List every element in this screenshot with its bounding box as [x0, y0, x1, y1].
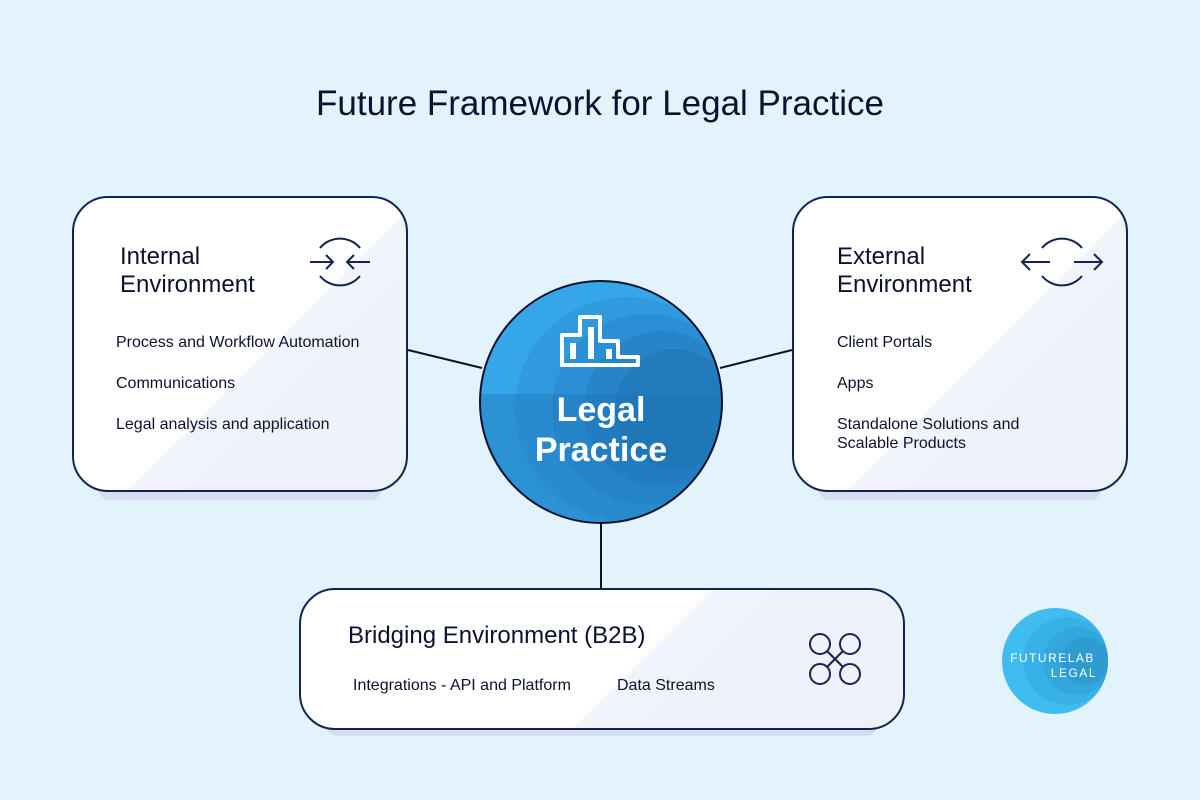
bridging-card-title: Bridging Environment (B2B)	[348, 622, 646, 649]
arrows-inward-icon	[308, 230, 372, 294]
bridging-item: Integrations - API and Platform	[353, 677, 571, 694]
external-item: Standalone Solutions and	[837, 416, 1020, 433]
logo-text: FUTURELAB LEGAL	[1010, 651, 1097, 680]
internal-item: Communications	[116, 375, 236, 392]
internal-environment-card: Internal Environment Process and Workflo…	[72, 196, 408, 492]
bridging-environment-card: Bridging Environment (B2B) Integrations …	[299, 588, 905, 730]
legal-practice-hub	[477, 279, 725, 525]
network-nodes-icon	[806, 630, 866, 690]
internal-card-title: Internal Environment	[120, 243, 255, 298]
external-card-title: External Environment	[837, 243, 972, 298]
page-title: Future Framework for Legal Practice	[316, 84, 884, 123]
futurelab-logo	[1001, 607, 1109, 715]
bridging-item: Data Streams	[617, 677, 715, 694]
hub-label: Legal Practice	[534, 391, 668, 469]
internal-item: Legal analysis and application	[116, 416, 330, 433]
external-item: Client Portals	[837, 334, 933, 351]
connector-external	[719, 349, 793, 369]
external-item: Scalable Products	[837, 435, 966, 452]
podium-icon	[558, 313, 640, 367]
arrows-outward-icon	[1020, 230, 1104, 294]
internal-item: Process and Workflow Automation	[116, 334, 360, 351]
external-environment-card: External Environment Client Portals Apps…	[792, 196, 1128, 492]
connector-internal	[407, 349, 483, 369]
external-item: Apps	[837, 375, 874, 392]
